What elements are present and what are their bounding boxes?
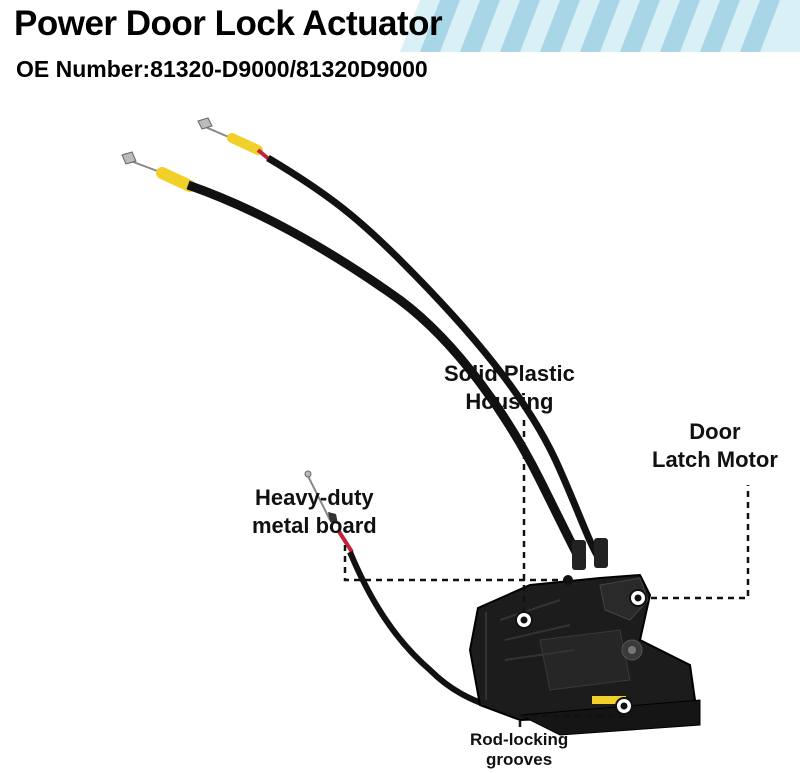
callout-grooves: Rod-locking grooves (470, 730, 568, 770)
callout-grooves-line2: grooves (486, 750, 553, 769)
callout-housing: Solid Plastic Housing (444, 360, 575, 416)
metal-rod (304, 470, 501, 713)
banner-stripes (400, 0, 800, 52)
cable-connector-right (594, 538, 608, 568)
callout-board-line1: Heavy-duty (255, 485, 374, 510)
actuator-body (468, 573, 701, 736)
callout-grooves-line1: Rod-locking (470, 730, 569, 749)
lower-cable (121, 151, 584, 563)
callout-board-line2: metal board (252, 513, 377, 538)
callout-board: Heavy-duty metal board (252, 484, 377, 540)
callout-dots (515, 575, 647, 715)
callout-motor-line1: Door (689, 419, 741, 444)
rod-clip (592, 696, 626, 704)
upper-cable (197, 117, 603, 562)
callout-motor-line2: Latch Motor (652, 447, 778, 472)
cable-connector-left (572, 540, 586, 570)
callout-motor: Door Latch Motor (652, 418, 778, 474)
page-title: Power Door Lock Actuator (14, 4, 443, 43)
callout-housing-line2: Housing (465, 389, 554, 414)
callout-housing-line1: Solid Plastic (444, 361, 575, 386)
oe-number: OE Number:81320-D9000/81320D9000 (16, 56, 428, 82)
